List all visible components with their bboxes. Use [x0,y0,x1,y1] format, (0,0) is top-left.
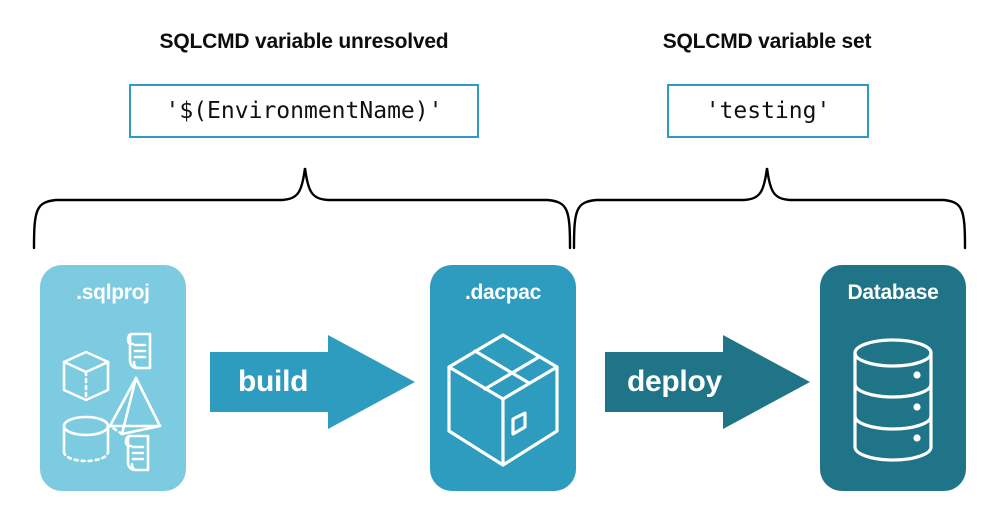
arrow-right-icon-deploy [605,335,810,429]
card-title-database: Database [847,281,939,304]
database-cylinder-icon [820,317,966,487]
brace-group [32,167,967,250]
value-box-environment-name: '$(EnvironmentName)' [129,84,479,138]
arrow-right-icon-build [210,335,415,429]
curly-brace-up-icon-right [572,167,967,250]
project-objects-icon [40,317,186,487]
curly-brace-up-icon-left [32,167,572,250]
heading-sqlcmd-unresolved: SQLCMD variable unresolved [159,30,449,53]
card-database: Database [820,265,966,491]
package-box-icon [430,317,576,487]
value-box-testing: 'testing' [667,84,869,138]
card-sqlproj: .sqlproj [40,265,186,491]
card-title-sqlproj: .sqlproj [76,281,150,304]
card-dacpac: .dacpac [430,265,576,491]
heading-sqlcmd-set: SQLCMD variable set [662,30,872,53]
card-title-dacpac: .dacpac [464,281,542,304]
